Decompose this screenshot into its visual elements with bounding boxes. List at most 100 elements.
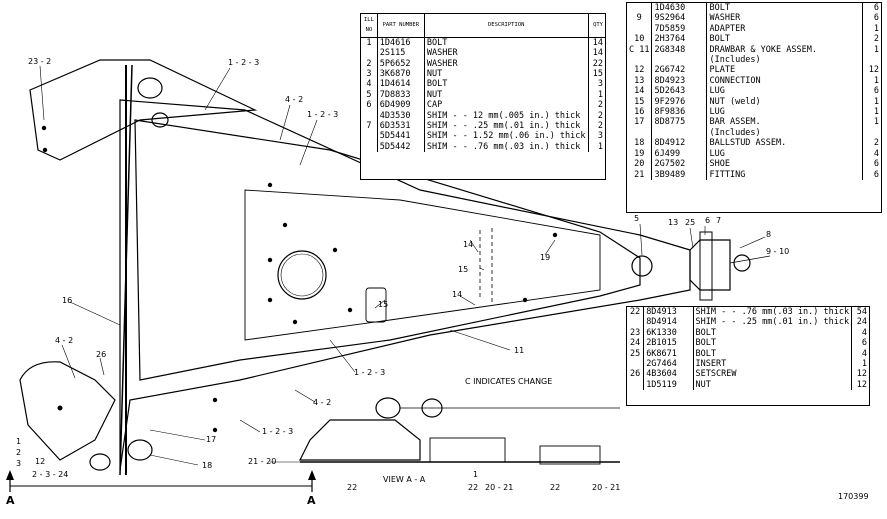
cell-qty: 2 bbox=[587, 100, 605, 111]
cell-part: 6K8671 bbox=[643, 348, 694, 360]
cell-desc: WASHER bbox=[709, 13, 741, 24]
callout-1: 1 bbox=[473, 470, 479, 479]
cell-desc: SHIM - - .76 mm(.03 in.) thick bbox=[695, 307, 850, 317]
upper-left-plate bbox=[29, 59, 258, 161]
cell-part: 7D5859 bbox=[651, 23, 708, 35]
cell-desc: NUT bbox=[426, 69, 443, 80]
cell-ref bbox=[361, 110, 378, 122]
cell-part: 3K6870 bbox=[377, 69, 425, 80]
callout-22: 22 bbox=[550, 483, 561, 492]
cell-ref: 5 bbox=[361, 89, 378, 101]
cell-part bbox=[651, 55, 708, 66]
cell-ref bbox=[627, 379, 645, 391]
cell-qty: 4 bbox=[851, 327, 869, 339]
cell-desc: WASHER bbox=[426, 58, 458, 69]
cell-ref: 25 bbox=[627, 348, 645, 360]
cell-desc: BAR ASSEM. bbox=[709, 117, 761, 128]
cell-ref bbox=[627, 317, 645, 328]
cell-part: 6D3531 bbox=[377, 121, 425, 132]
change-note: C INDICATES CHANGE bbox=[465, 377, 553, 386]
cell-part: 6K1330 bbox=[643, 327, 694, 339]
callout-5: 5 bbox=[634, 214, 640, 223]
cell-ref bbox=[627, 23, 653, 35]
cell-desc: BOLT bbox=[695, 327, 717, 338]
callout-3: 3 bbox=[16, 459, 22, 468]
cell-ref: 14 bbox=[627, 86, 653, 97]
cell-part: 1D4630 bbox=[651, 3, 708, 14]
callout-19: 19 bbox=[540, 253, 551, 262]
cell-part: 5P6652 bbox=[377, 58, 425, 70]
cell-desc: PLATE bbox=[709, 65, 736, 76]
callout-9-10: 9 - 10 bbox=[766, 247, 790, 256]
cell-ref: C 11 bbox=[627, 44, 653, 56]
callout-2: 2 bbox=[16, 448, 22, 457]
cell-part: 3B9489 bbox=[651, 169, 708, 180]
frame-web bbox=[134, 119, 641, 381]
cell-desc: NUT bbox=[426, 89, 443, 100]
section-mark-left: A bbox=[6, 494, 15, 507]
cell-desc: LUG bbox=[709, 86, 725, 97]
callout-20-21: 20 - 21 bbox=[485, 483, 514, 492]
header-description: DESCRIPTION bbox=[424, 14, 589, 38]
cell-desc: BOLT bbox=[709, 34, 730, 45]
callout-4-2: 4 - 2 bbox=[55, 336, 74, 345]
cell-qty: 2 bbox=[587, 110, 605, 122]
callout-1-2-3: 1 - 2 - 3 bbox=[228, 58, 260, 67]
cell-qty: 4 bbox=[851, 348, 869, 360]
callout-14: 14 bbox=[452, 290, 463, 299]
cell-ref: 24 bbox=[627, 338, 645, 349]
cell-ref: 18 bbox=[627, 138, 653, 149]
cell-ref: 15 bbox=[627, 96, 653, 108]
callout-11: 11 bbox=[514, 346, 525, 355]
cell-ref bbox=[627, 127, 653, 139]
cell-desc: LUG bbox=[709, 148, 725, 159]
cell-desc: NUT (weld) bbox=[709, 96, 761, 107]
lower-left-plate bbox=[19, 361, 116, 461]
view-a-a bbox=[299, 419, 421, 461]
cell-ref bbox=[361, 141, 378, 153]
callout-13: 13 bbox=[668, 218, 679, 227]
cell-desc: LUG bbox=[709, 107, 725, 118]
callout-21-20: 21 - 20 bbox=[248, 457, 277, 466]
callout-20-21: 20 - 21 bbox=[592, 483, 621, 492]
cell-ref bbox=[627, 3, 653, 14]
cell-qty: 1 bbox=[587, 89, 605, 101]
cell-ref: 2 bbox=[361, 58, 378, 70]
table-row: (Includes) bbox=[627, 127, 881, 139]
callout-12: 12 bbox=[35, 457, 46, 466]
cell-qty: 12 bbox=[851, 369, 869, 380]
callout-22: 22 bbox=[347, 483, 358, 492]
cell-part: 2B1015 bbox=[643, 338, 694, 349]
cell-part: 2G6742 bbox=[651, 65, 708, 76]
cell-part: 8D4923 bbox=[651, 75, 708, 87]
cell-desc: BOLT bbox=[426, 79, 448, 90]
cell-part: 5D5441 bbox=[377, 131, 425, 142]
cell-ref: 16 bbox=[627, 107, 653, 118]
cell-qty: 22 bbox=[587, 58, 605, 70]
callout-1-2-3: 1 - 2 - 3 bbox=[262, 427, 294, 436]
cell-qty: 1 bbox=[851, 359, 869, 370]
cell-part: 6D4909 bbox=[377, 100, 425, 111]
cell-qty bbox=[862, 127, 881, 139]
cell-qty: 2 bbox=[587, 121, 605, 132]
cell-part: 6J499 bbox=[651, 148, 708, 160]
cell-ref: 1 bbox=[361, 37, 378, 49]
drawing-number: 170399 bbox=[838, 492, 869, 501]
cell-ref: 10 bbox=[627, 34, 653, 45]
cell-qty: 14 bbox=[587, 48, 605, 59]
